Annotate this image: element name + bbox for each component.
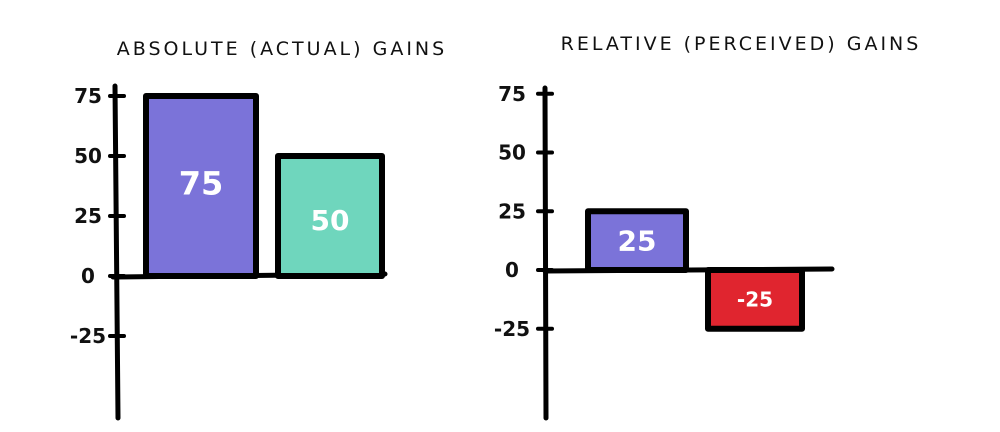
y-tick-label: 50 xyxy=(498,141,526,165)
y-ticks-relative: 75 50 25 0 -25 xyxy=(494,82,554,341)
bar-value-label: -25 xyxy=(737,288,773,312)
y-tick-label: 0 xyxy=(505,258,519,282)
bar xyxy=(585,208,689,273)
absolute-gains-chart: ABSOLUTE (ACTUAL) GAINS 75 50 25 0 -25 75 50 xyxy=(70,38,447,421)
y-tick-label: 75 xyxy=(74,84,102,108)
bars-relative: 25 -25 xyxy=(585,208,805,332)
bar xyxy=(275,153,385,279)
y-axis-absolute xyxy=(112,83,121,421)
y-tick-label: -25 xyxy=(70,324,106,348)
bar xyxy=(143,93,259,279)
bar-value-label: 50 xyxy=(311,204,350,237)
y-tick-label: 25 xyxy=(74,204,102,228)
y-tick-label: 25 xyxy=(498,199,526,223)
chart-title-absolute: ABSOLUTE (ACTUAL) GAINS xyxy=(117,38,447,60)
y-tick-label: 0 xyxy=(81,264,95,288)
y-tick-label: 75 xyxy=(498,82,526,106)
y-tick-label: 50 xyxy=(74,144,102,168)
relative-gains-chart: RELATIVE (PERCEIVED) GAINS 75 50 25 0 -25 25… xyxy=(494,33,922,421)
y-axis-relative xyxy=(542,85,549,421)
chart-title-relative: RELATIVE (PERCEIVED) GAINS xyxy=(561,33,922,55)
y-tick-label: -25 xyxy=(494,317,530,341)
bars-absolute: 75 50 xyxy=(143,93,385,279)
y-ticks-absolute: 75 50 25 0 -25 xyxy=(70,84,126,348)
bar-value-label: 25 xyxy=(618,225,657,258)
bar-value-label: 75 xyxy=(179,165,224,203)
bar xyxy=(705,267,805,332)
